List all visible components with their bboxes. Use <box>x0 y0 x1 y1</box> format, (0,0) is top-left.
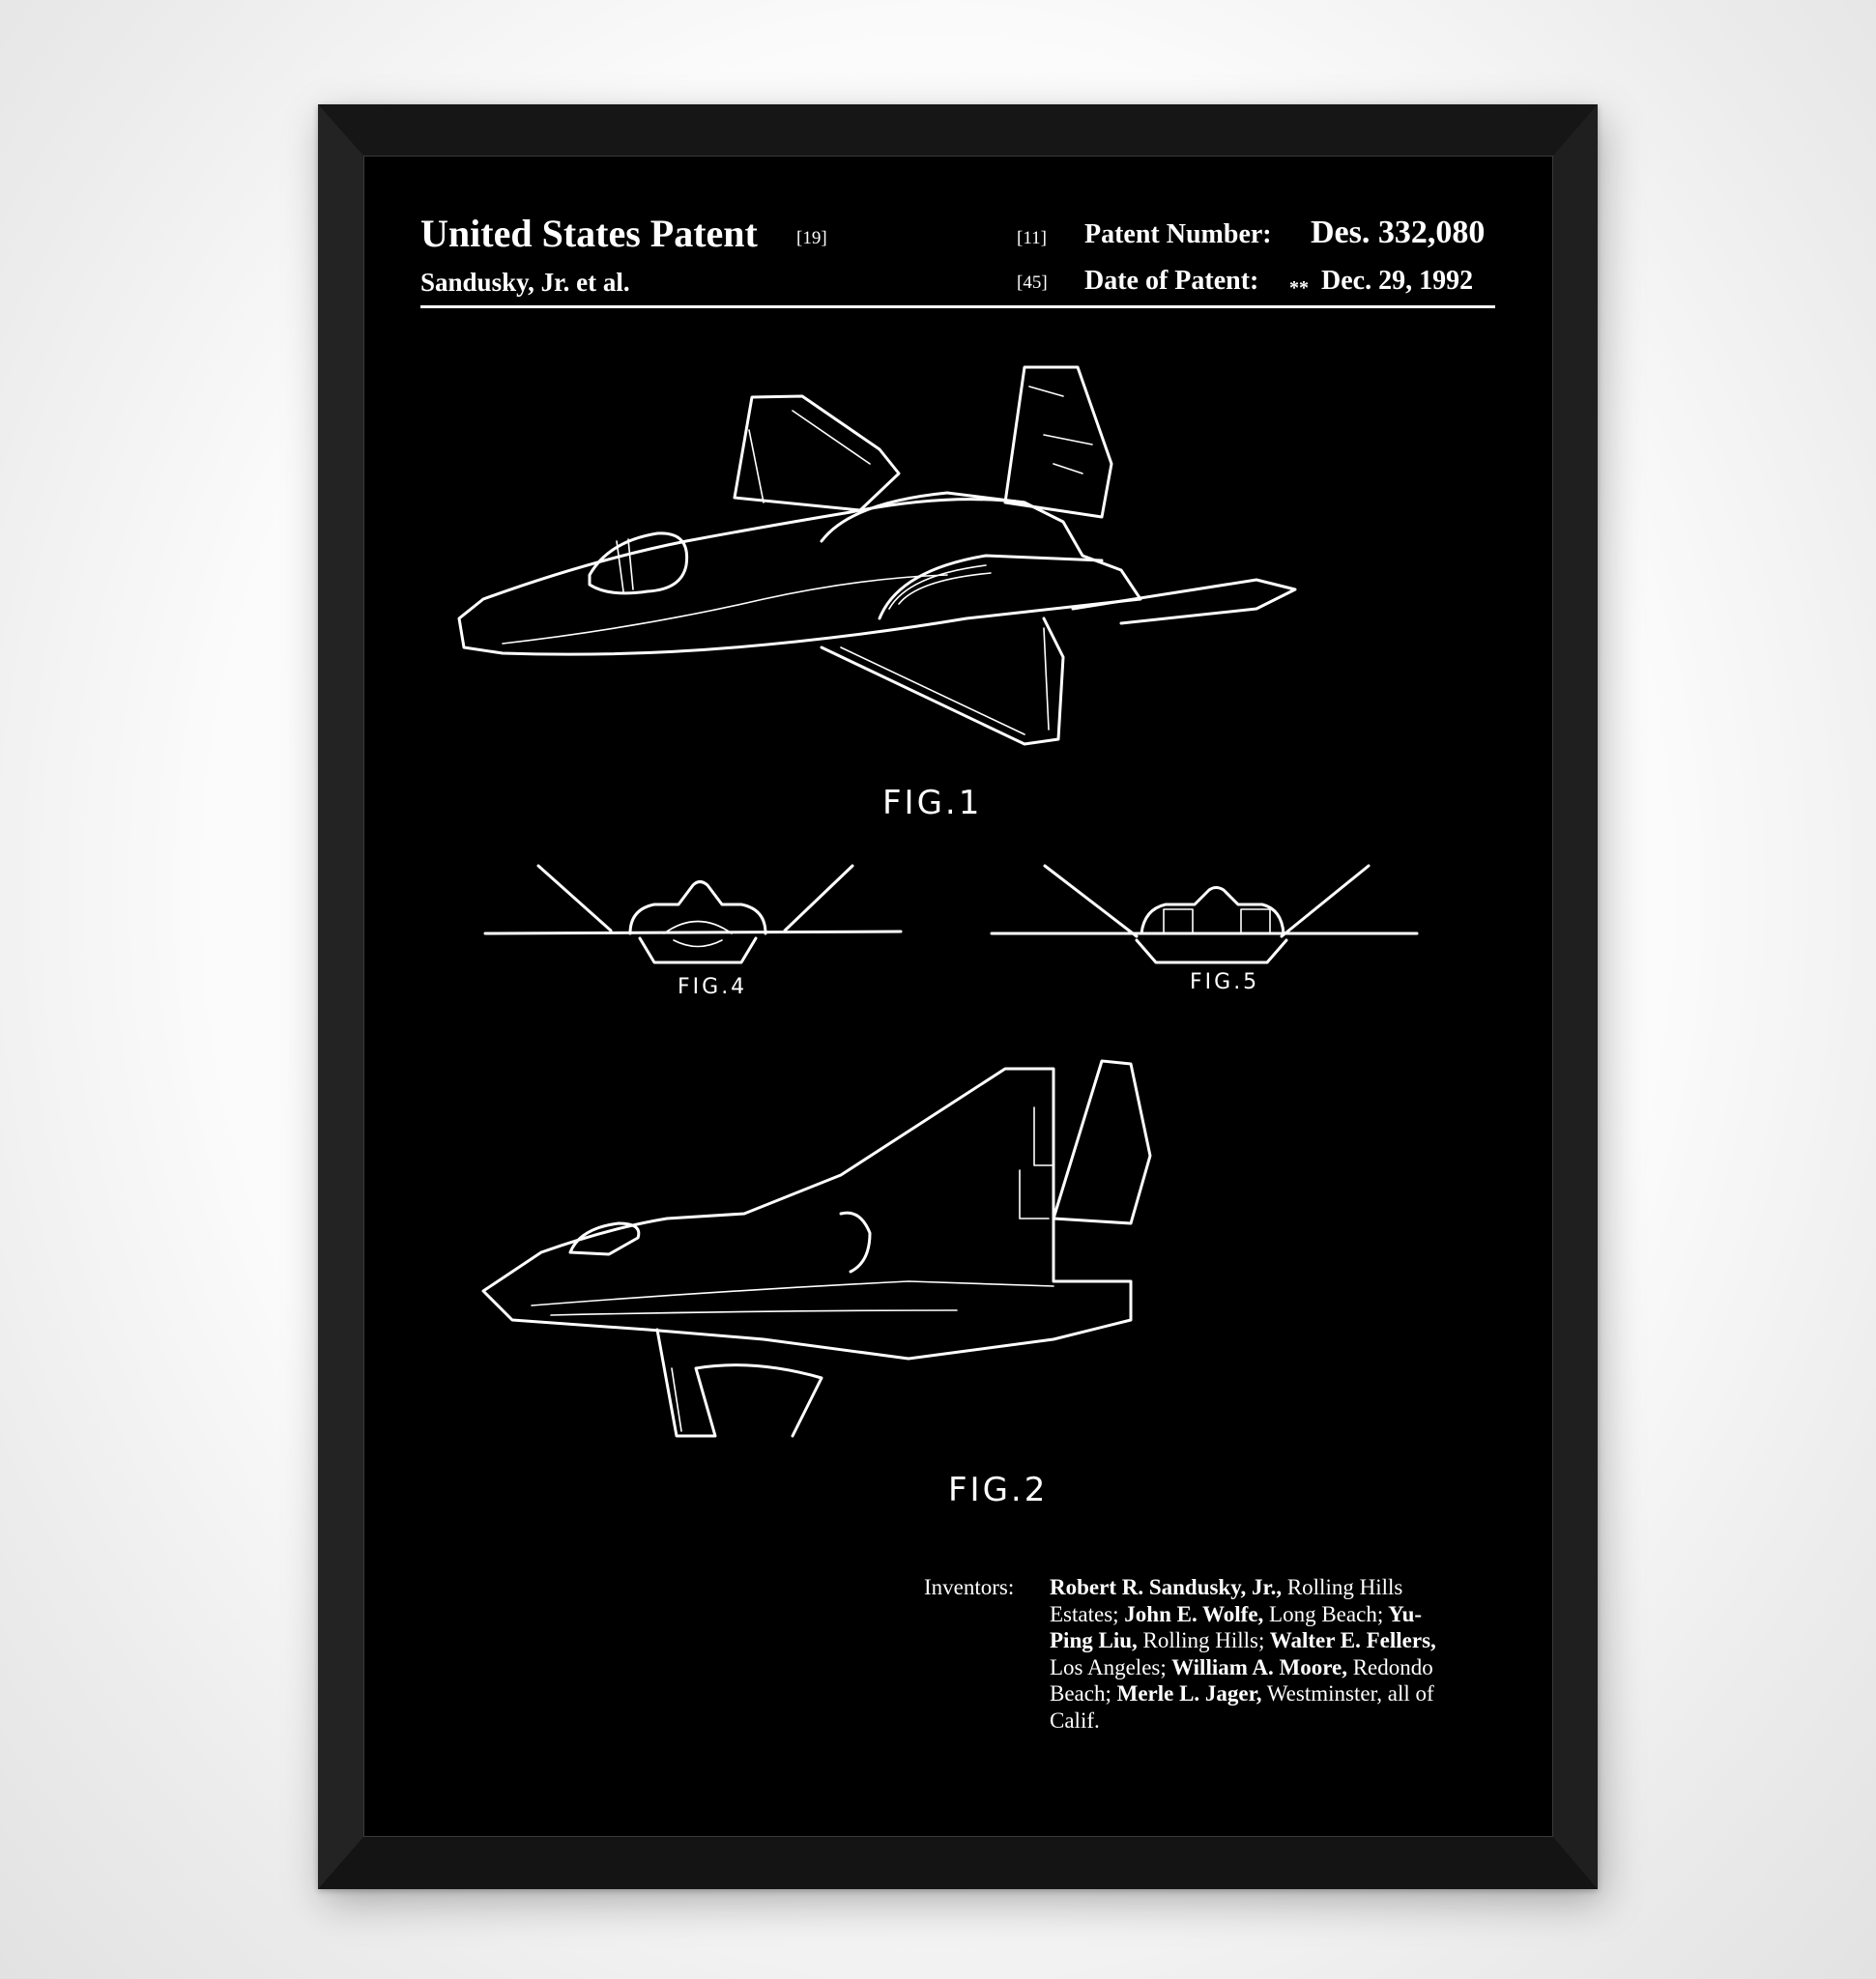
patent-print: United States Patent [19] Sandusky, Jr. … <box>363 156 1553 1837</box>
frame-right-rail <box>1553 104 1598 1889</box>
inventor-place: Redondo Beach; <box>1050 1654 1433 1707</box>
patent-number-code: [11] <box>1017 228 1047 248</box>
patent-authors: Sandusky, Jr. et al. <box>420 268 630 297</box>
title-code: [19] <box>796 228 827 248</box>
fig5-front-view-drawing <box>990 864 1419 964</box>
patent-number-label: Patent Number: <box>1084 219 1272 249</box>
frame-top-rail <box>318 104 1598 156</box>
fig1-label: FIG.1 <box>882 784 983 822</box>
frame-bottom-rail <box>318 1837 1598 1889</box>
inventor-place: Westminster, all of Calif. <box>1050 1681 1434 1733</box>
fig2-label: FIG.2 <box>948 1471 1049 1509</box>
header-rule <box>420 305 1495 308</box>
fig5-label: FIG.5 <box>1190 970 1260 994</box>
inventors-label: Inventors: <box>924 1575 1015 1599</box>
frame-left-rail <box>318 104 363 1889</box>
inventor-place: Los Angeles; <box>1050 1654 1167 1679</box>
inventor-place: Rolling Hills Estates; <box>1050 1575 1403 1626</box>
patent-date: Dec. 29, 1992 <box>1321 266 1474 296</box>
inventors-list: Robert R. Sandusky, Jr., Rolling Hills E… <box>1050 1574 1436 1734</box>
inventor-name: Yu-Ping Liu, <box>1050 1601 1423 1653</box>
inventor-place: Long Beach; <box>1263 1601 1384 1626</box>
inventor-place: Rolling Hills; <box>1137 1628 1265 1652</box>
inventor-name: William A. Moore, <box>1166 1654 1347 1679</box>
inventor-name: Walter E. Fellers, <box>1264 1628 1436 1652</box>
fig4-label: FIG.4 <box>678 975 748 999</box>
fig1-aircraft-drawing <box>457 365 1297 746</box>
date-label: Date of Patent: <box>1084 266 1259 296</box>
patent-number: Des. 332,080 <box>1311 215 1486 250</box>
fig2-aircraft-drawing <box>481 1059 1152 1438</box>
inventor-name: Merle L. Jager, <box>1111 1681 1262 1706</box>
date-marker: ** <box>1289 277 1309 299</box>
patent-title: United States Patent <box>420 212 758 255</box>
fig4-front-view-drawing <box>483 864 903 964</box>
date-code: [45] <box>1017 272 1048 293</box>
inventor-name: John E. Wolfe, <box>1118 1601 1264 1626</box>
inventor-name: Robert R. Sandusky, Jr., <box>1050 1575 1283 1599</box>
